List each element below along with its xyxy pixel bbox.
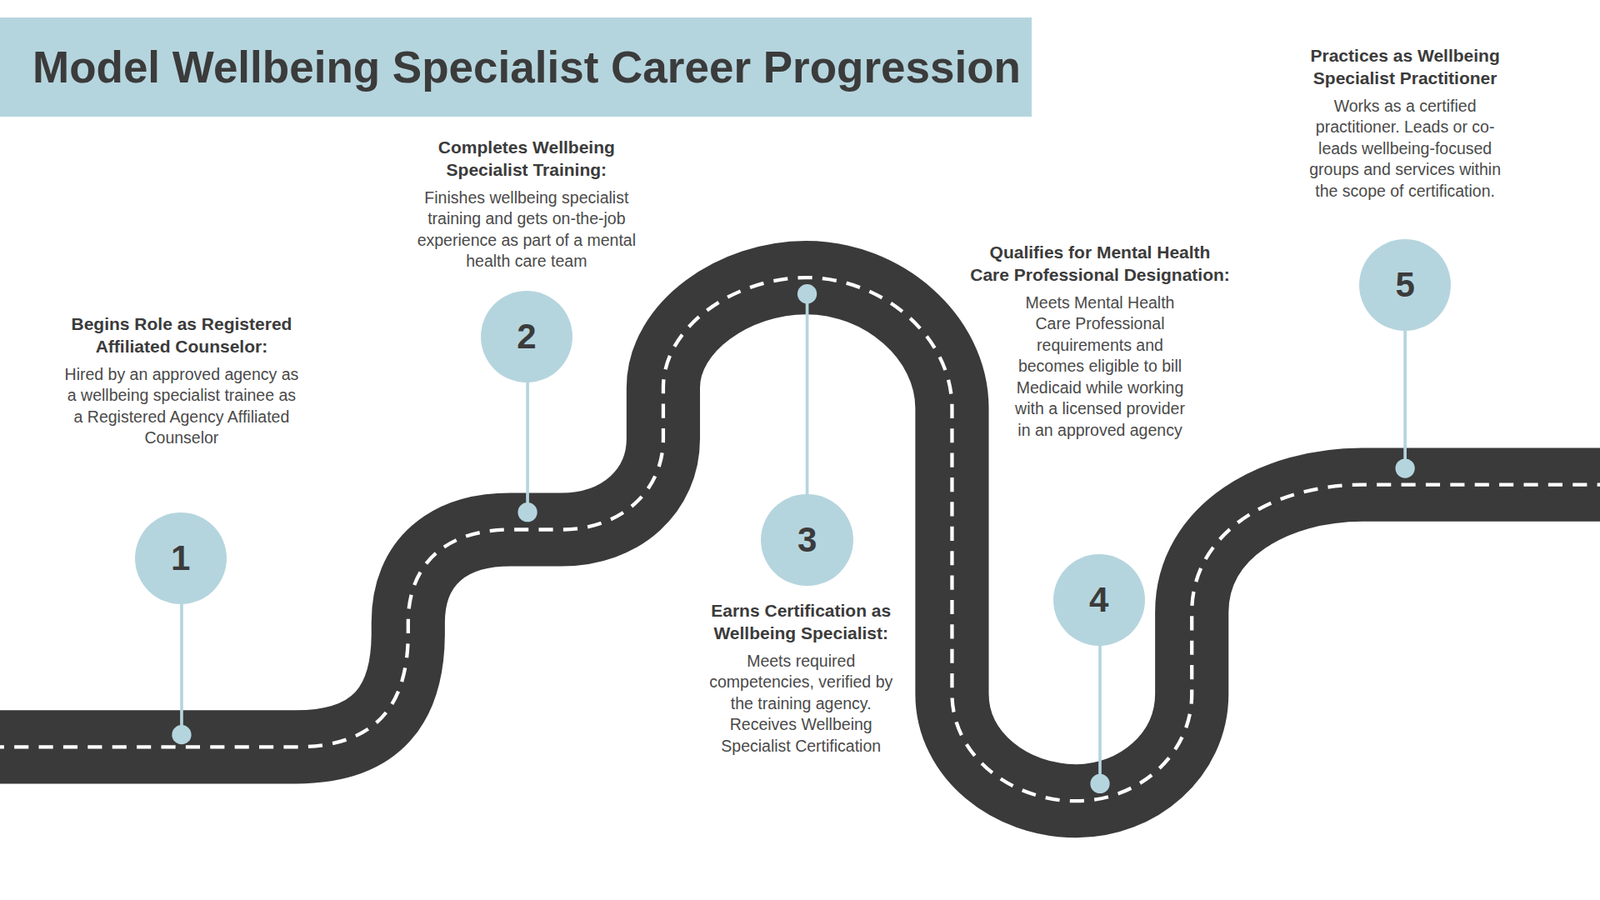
- step-number: 4: [1053, 554, 1145, 646]
- step-heading: Earns Certification as Wellbeing Special…: [691, 599, 911, 645]
- step-number: 5: [1359, 239, 1451, 331]
- step-number: 3: [760, 494, 853, 586]
- title: Model Wellbeing Specialist Career Progre…: [32, 41, 1021, 93]
- leader-lines: [181, 294, 1405, 785]
- milestone-circle: 4Qualifies for Mental Health Care Profes…: [1053, 554, 1145, 646]
- step-heading: Begins Role as Registered Affiliated Cou…: [54, 312, 310, 358]
- step-text: Completes Wellbeing Specialist Training:…: [399, 135, 655, 273]
- step-number: 2: [480, 290, 573, 383]
- step-heading: Practices as Wellbeing Specialist Practi…: [1290, 44, 1520, 90]
- road: [0, 277, 1600, 801]
- step-text: Qualifies for Mental Health Care Profess…: [970, 240, 1230, 442]
- step-text: Begins Role as Registered Affiliated Cou…: [54, 312, 310, 450]
- step-description: Meets required competencies, verified by…: [700, 650, 901, 758]
- step-heading: Qualifies for Mental Health Care Profess…: [970, 240, 1230, 286]
- step-number: 1: [135, 512, 227, 605]
- step-description: Hired by an approved agency as a wellbei…: [61, 364, 302, 450]
- road-dashes: [0, 277, 1600, 801]
- step-heading: Completes Wellbeing Specialist Training:: [411, 135, 642, 181]
- milestone-circle: 1Begins Role as Registered Affiliated Co…: [135, 512, 227, 605]
- milestone-circle: 2Completes Wellbeing Specialist Training…: [480, 290, 573, 383]
- step-description: Finishes wellbeing specialist training a…: [399, 187, 655, 273]
- step-text: Practices as Wellbeing Specialist Practi…: [1290, 44, 1520, 203]
- milestone-circle: 3Earns Certification as Wellbeing Specia…: [760, 494, 853, 586]
- step-text: Earns Certification as Wellbeing Special…: [691, 599, 911, 758]
- step-description: Works as a certified practitioner. Leads…: [1296, 95, 1514, 203]
- step-description: Meets Mental Health Care Professional re…: [1010, 292, 1190, 442]
- milestone-circle: 5Practices as Wellbeing Specialist Pract…: [1359, 239, 1451, 331]
- road-dots: [171, 284, 1415, 794]
